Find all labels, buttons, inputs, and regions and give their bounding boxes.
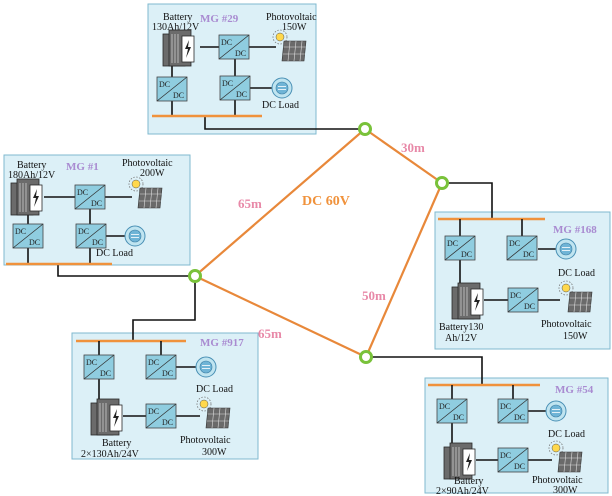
mg917-name: MG #917 xyxy=(200,337,244,349)
mg168-battery-icon xyxy=(451,282,484,320)
mg917-dcdc-converter-battery xyxy=(145,403,177,429)
mg54-name: MG #54 xyxy=(555,384,594,396)
mg29-dcdc-converter-battery xyxy=(218,34,250,60)
mg917-dc-load-icon xyxy=(195,356,217,378)
mg1-load-label: DC Load xyxy=(96,248,133,259)
mg1-pv-label: Photovoltaic xyxy=(122,158,173,169)
mg917-battery-rating: 2×130Ah/24V xyxy=(81,449,140,460)
trunk-mg1-mg54 xyxy=(194,275,367,358)
mg917-dcdc-converter-feeder xyxy=(83,354,115,380)
mg29-battery-label: Battery xyxy=(163,12,192,23)
mg54-dcdc-converter-feeder xyxy=(436,398,468,424)
mg168-dcdc-converter-load xyxy=(506,235,538,261)
mg1-dcdc-converter-feeder xyxy=(12,223,44,249)
mg917-pv-label: Photovoltaic xyxy=(180,435,231,446)
junction-node-mg29 xyxy=(358,122,372,136)
mg917-battery-icon xyxy=(90,398,123,436)
mg1-battery-rating: 180Ah/12V xyxy=(8,170,56,181)
microgrid-mg29: MG #29 Battery 130Ah/12V Photovoltaic 15… xyxy=(152,12,317,118)
junction-node-mg168 xyxy=(435,176,449,190)
trunk-mg29-mg168 xyxy=(364,128,443,184)
mg1-dcdc-converter-battery xyxy=(74,184,106,210)
dc-trunk-lines xyxy=(194,128,444,358)
feeder-mg917 xyxy=(132,276,196,341)
mg917-box xyxy=(71,332,259,460)
mg54-pv-label: Photovoltaic xyxy=(532,475,583,486)
distance-65m-lower: 65m xyxy=(258,326,282,341)
mg917-battery-label: Battery xyxy=(102,438,131,449)
mg29-box xyxy=(147,3,317,135)
mg1-dcdc-converter-load xyxy=(75,223,107,249)
mg168-dc-load-icon xyxy=(555,238,577,260)
mg917-dcdc-converter-load xyxy=(145,354,177,380)
mg29-load-label: DC Load xyxy=(262,100,299,111)
mg54-dcdc-converter-load xyxy=(497,398,529,424)
mg54-battery-icon xyxy=(443,442,476,480)
mg54-battery-rating: 2×90Ah/24V xyxy=(436,486,490,496)
mg29-battery-icon xyxy=(162,29,195,67)
feeder-mg54 xyxy=(366,356,483,385)
feeder-mg1 xyxy=(57,264,195,277)
mg168-battery-rating: Ah/12V xyxy=(445,333,478,344)
mg29-name: MG #29 xyxy=(200,13,239,25)
mg29-battery-rating: 130Ah/12V xyxy=(152,22,200,33)
mg917-load-label: DC Load xyxy=(196,384,233,395)
mg29-dcdc-converter-feeder xyxy=(156,76,188,102)
feeder-mg168 xyxy=(442,182,493,219)
mg54-dc-load-icon xyxy=(545,400,567,422)
microgrid-mg54: MG #54 DC Load Battery 2×90Ah/24V Photov… xyxy=(428,383,594,496)
feeder-mg29 xyxy=(204,116,365,130)
mg168-name: MG #168 xyxy=(553,224,597,236)
mg1-name: MG #1 xyxy=(66,161,99,173)
trunk-mg168-mg54 xyxy=(364,182,444,358)
mg168-load-label: DC Load xyxy=(558,268,595,279)
mg1-battery-icon xyxy=(10,178,43,216)
trunk-voltage-label: DC 60V xyxy=(302,194,350,209)
distance-65m-upper: 65m xyxy=(238,196,262,211)
mg54-pv-rating: 300W xyxy=(553,485,578,496)
microgrid-mg917: MG #917 DC Load Battery 2×130Ah/24V Phot… xyxy=(76,337,244,460)
distance-30m: 30m xyxy=(401,140,425,155)
mg168-dcdc-converter-feeder xyxy=(444,235,476,261)
mg1-dc-load-icon xyxy=(124,225,146,247)
mg168-pv-rating: 150W xyxy=(563,331,588,342)
distance-50m: 50m xyxy=(362,288,386,303)
mg29-dc-load-icon xyxy=(271,77,293,99)
mg54-load-label: DC Load xyxy=(548,429,585,440)
microgrid-mg168: MG #168 DC Load Battery130 Ah/12V Photov… xyxy=(438,217,597,344)
mg168-dcdc-converter-battery xyxy=(507,287,539,313)
mg917-pv-rating: 300W xyxy=(202,447,227,458)
junction-node-mg54 xyxy=(359,350,373,364)
junction-node-mg1 xyxy=(188,269,202,283)
mg29-pv-rating: 150W xyxy=(282,22,307,33)
trunk-mg1-mg29 xyxy=(194,128,366,277)
mg29-pv-label: Photovoltaic xyxy=(266,12,317,23)
mg168-pv-label: Photovoltaic xyxy=(541,319,592,330)
microgrid-mg1: Battery 180Ah/12V MG #1 Photovoltaic 200… xyxy=(6,158,173,266)
feeder-wires xyxy=(57,116,493,385)
mg1-battery-label: Battery xyxy=(17,160,46,171)
mg1-pv-rating: 200W xyxy=(140,168,165,179)
mg168-battery-label: Battery130 xyxy=(439,322,483,333)
mg29-dcdc-converter-load xyxy=(219,75,251,101)
mg54-battery-label: Battery xyxy=(454,476,483,487)
mg54-dcdc-converter-battery xyxy=(497,447,529,473)
